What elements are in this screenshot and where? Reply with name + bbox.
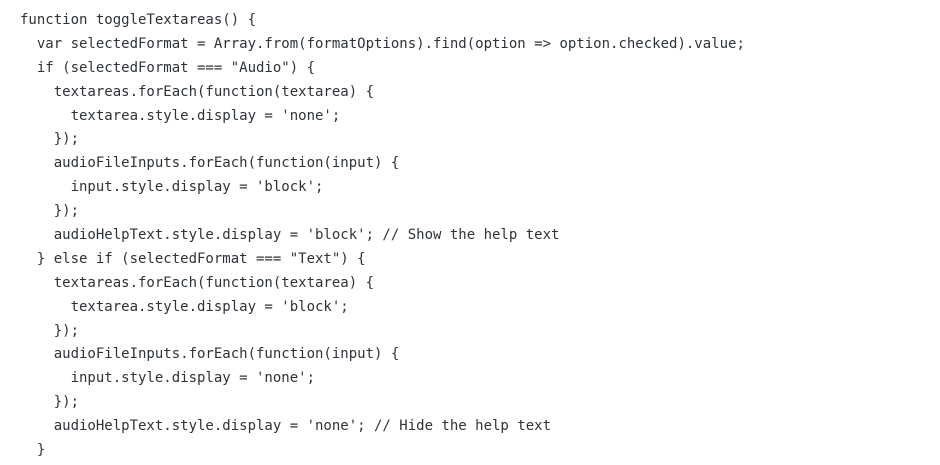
- code-block: function toggleTextareas() { var selecte…: [20, 9, 930, 463]
- code-line: textareas.forEach(function(textarea) {: [20, 83, 375, 100]
- code-line: textareas.forEach(function(textarea) {: [20, 274, 375, 291]
- code-line: });: [20, 322, 80, 339]
- code-line: } else if (selectedFormat === "Text") {: [20, 250, 366, 267]
- code-line: input.style.display = 'none';: [20, 370, 316, 387]
- code-line: });: [20, 203, 80, 220]
- code-line: }: [20, 442, 46, 459]
- code-line: function toggleTextareas() {: [20, 12, 257, 28]
- code-line: textarea.style.display = 'none';: [20, 107, 341, 124]
- code-line: var selectedFormat = Array.from(formatOp…: [20, 35, 745, 52]
- code-line: });: [20, 394, 80, 411]
- code-line: input.style.display = 'block';: [20, 179, 324, 196]
- code-line: audioFileInputs.forEach(function(input) …: [20, 155, 400, 172]
- code-line: audioHelpText.style.display = 'block'; /…: [20, 227, 560, 244]
- code-line: textarea.style.display = 'block';: [20, 298, 349, 315]
- code-line: audioFileInputs.forEach(function(input) …: [20, 346, 400, 363]
- code-line: });: [20, 131, 80, 148]
- code-line: audioHelpText.style.display = 'none'; //…: [20, 418, 552, 435]
- code-line: if (selectedFormat === "Audio") {: [20, 59, 316, 76]
